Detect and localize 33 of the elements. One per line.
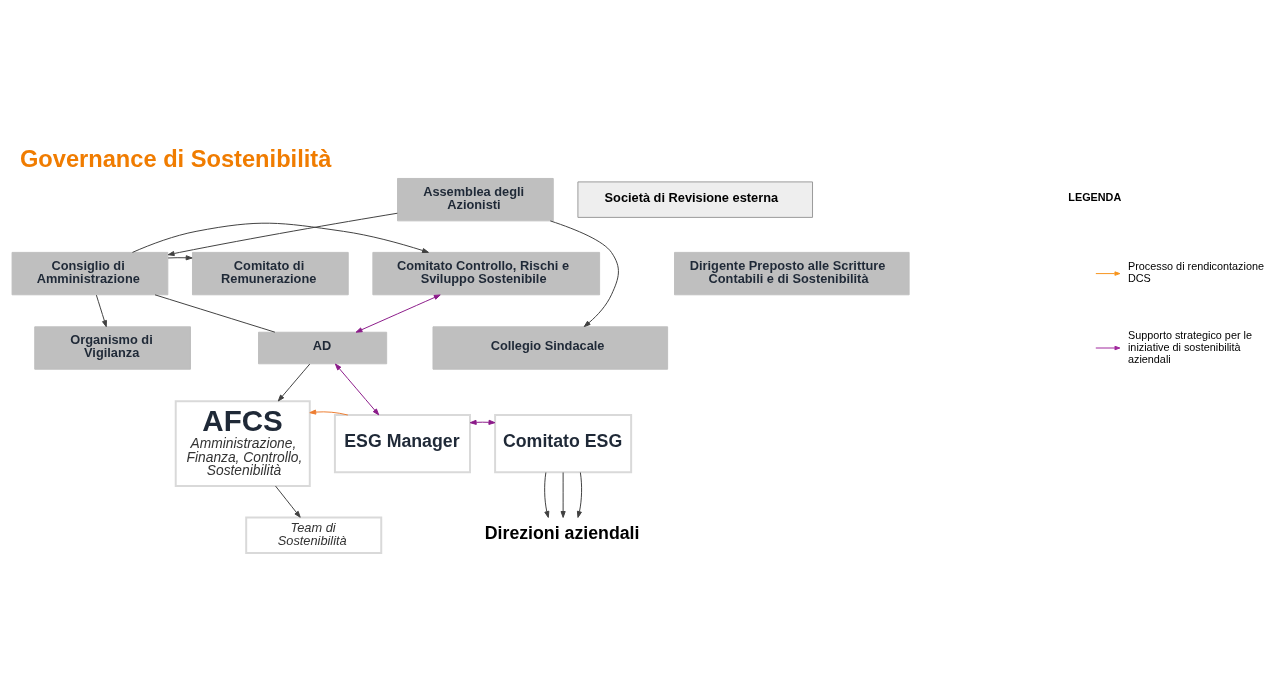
arrow [576, 472, 583, 518]
node-box: Consiglio di Amministrazione [11, 251, 169, 296]
node-box: ESG Manager [333, 414, 471, 474]
node-box: Comitato di Remunerazione [191, 251, 349, 296]
arrow [275, 485, 301, 518]
node-box: Organismo di Vigilanza [34, 326, 191, 370]
node-box: AFCS Amministrazione, Finanza, Controllo, Sostenibilità [174, 400, 311, 487]
arrow [131, 222, 429, 254]
arrow [309, 409, 349, 416]
arrow [549, 220, 619, 328]
node-box: AD [258, 331, 388, 365]
arrow [167, 212, 398, 257]
legend-label: Supporto strategico per le iniziative di sostenibilità aziendali [1127, 328, 1252, 365]
legend-label: Processo di rendicontazione DCS [1127, 260, 1265, 285]
arrow [167, 255, 193, 261]
node-box: Società di Revisione esterna [577, 181, 814, 218]
node-box: Team di Sostenibilità [245, 516, 383, 555]
arrow [355, 294, 441, 333]
arrow [277, 363, 311, 402]
arrow [334, 363, 380, 416]
node-box: Comitato ESG [494, 414, 633, 474]
arrow [544, 472, 550, 518]
arrow [469, 419, 496, 425]
node-box: Comitato Controllo, Rischi e Sviluppo Sostenibile [372, 251, 601, 296]
connector [154, 294, 276, 333]
node-box: Dirigente Preposto alle Scritture Contabili e di Sostenibilità [674, 251, 910, 296]
arrow [95, 294, 107, 328]
diagram-title: Governance di Sostenibilità [19, 145, 332, 172]
node-box: Assemblea degli Azionisti [397, 177, 554, 222]
label: LEGENDA [1068, 191, 1122, 204]
arrow [560, 472, 566, 518]
node-box: Collegio Sindacale [432, 326, 669, 370]
node-text: Direzioni aziendali [484, 522, 640, 543]
